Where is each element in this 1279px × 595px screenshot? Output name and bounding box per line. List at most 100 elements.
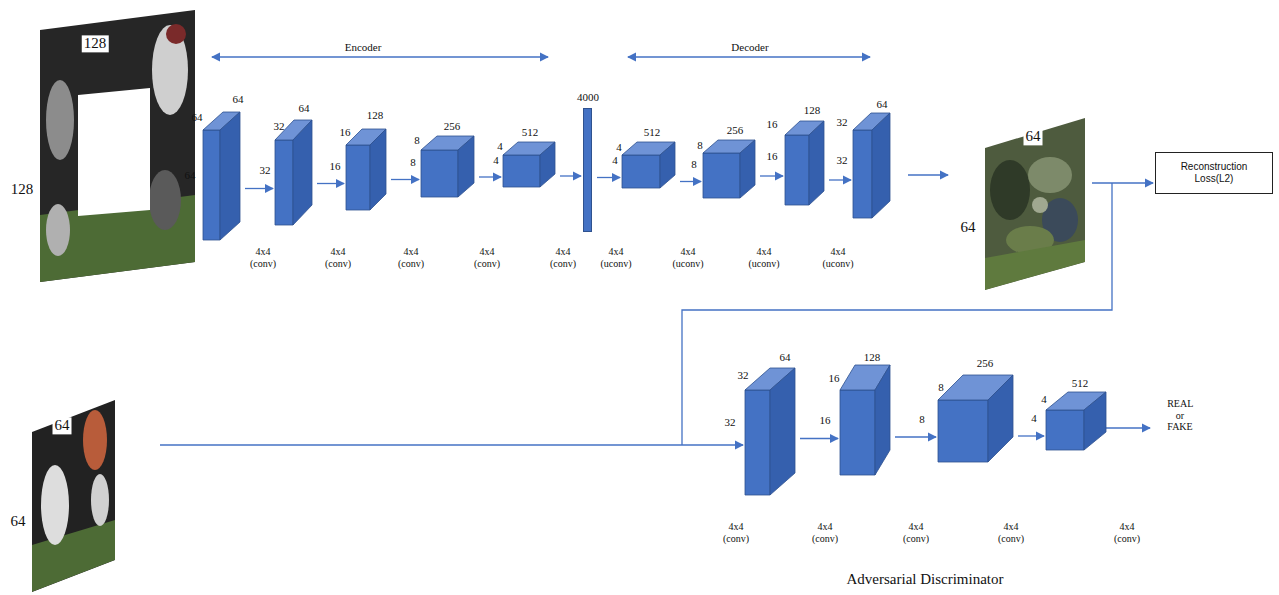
layer-op-label: 4x4 (uconv) (672, 246, 703, 269)
image-ground (980, 110, 1090, 295)
flow-arrow (829, 179, 851, 180)
vector-size-label: 4000 (577, 91, 599, 104)
loss-box: Reconstruction Loss(L2) (1155, 152, 1273, 194)
section-label: Encoder (345, 41, 382, 54)
dimension-label: 8 (919, 413, 925, 426)
dimension-label: 32 (260, 164, 271, 177)
block-shape (421, 136, 474, 197)
layer-op-label: 4x4 (conv) (474, 246, 500, 269)
layer-op-label: 4x4 (uconv) (600, 246, 631, 269)
dimension-label: 64 (11, 513, 26, 530)
flow-arrow (479, 176, 501, 177)
layer-op-label: 4x4 (conv) (1114, 521, 1140, 544)
block-front (938, 400, 988, 462)
dimension-label: 32 (738, 369, 749, 382)
flow-arrow (680, 181, 701, 182)
flow-arrow (895, 436, 936, 437)
dimension-label: 8 (414, 134, 420, 147)
flow-arrow (391, 179, 419, 180)
bottleneck-bar: 4000 (583, 108, 592, 232)
dimension-label: 8 (410, 156, 416, 169)
layer-op-label: 4x4 (conv) (812, 521, 838, 544)
layer-op-label: 4x4 (conv) (550, 246, 576, 269)
conv-block: 326432 (745, 368, 795, 495)
image-player (91, 474, 109, 526)
block-shape (745, 368, 795, 495)
block-front (853, 130, 872, 218)
dimension-label: 16 (829, 372, 840, 385)
dimension-label: 8 (697, 139, 703, 152)
loss-arrow (1092, 182, 1153, 183)
block-front (745, 390, 770, 495)
dimension-label: 8 (938, 381, 944, 394)
image-player (41, 465, 69, 545)
layer-op-label: 4x4 (conv) (723, 521, 749, 544)
dimension-label: 32 (837, 116, 848, 129)
dimension-label: 4 (1031, 412, 1037, 425)
dimension-label: 64 (1024, 128, 1043, 145)
dimension-label: 4 (497, 140, 503, 153)
block-side (875, 365, 890, 475)
block-side (293, 120, 312, 225)
block-front (346, 145, 370, 210)
block-front (703, 153, 740, 198)
block-front (622, 155, 660, 188)
conv-block: 82568 (421, 136, 474, 197)
output-label: REAL or FAKE (1167, 398, 1193, 433)
image-field (985, 240, 1085, 290)
layer-op-label: 4x4 (uconv) (822, 246, 853, 269)
dimension-label: 64 (53, 417, 72, 434)
dimension-label: 128 (367, 109, 384, 122)
layer-op-label: 4x4 (conv) (398, 246, 424, 269)
block-front (1046, 410, 1084, 450)
section-label: Decoder (731, 41, 768, 54)
block-side (988, 375, 1013, 462)
section-title: Adversarial Discriminator (846, 571, 1003, 588)
dimension-label: 256 (444, 120, 461, 133)
conv-block: 45124 (1046, 392, 1106, 450)
image-ground (25, 395, 120, 595)
block-side (809, 121, 824, 205)
dimension-label: 64 (185, 169, 196, 182)
block-shape (853, 113, 890, 218)
block-shape (785, 121, 824, 205)
block-shape (622, 142, 675, 188)
image-player (152, 25, 188, 115)
block-front (503, 155, 540, 187)
encoder-bracket (212, 56, 548, 57)
block-front (275, 140, 293, 225)
dimension-label: 16 (340, 126, 351, 139)
image-player (46, 80, 74, 160)
input-image (30, 0, 210, 290)
block-front (421, 150, 458, 197)
flow-arrow (317, 183, 344, 184)
block-shape (1046, 392, 1106, 450)
image-player (149, 170, 181, 230)
layer-op-label: 4x4 (conv) (903, 521, 929, 544)
image-player (46, 204, 70, 256)
dimension-label: 32 (725, 416, 736, 429)
conv-block: 82568 (938, 375, 1013, 462)
real-feed-line (160, 444, 743, 445)
dimension-label: 64 (780, 351, 791, 364)
block-side (220, 112, 240, 240)
layer-op-label: 4x4 (uconv) (748, 246, 779, 269)
dimension-label: 128 (11, 181, 34, 198)
real-image (25, 395, 120, 595)
loss-label: Reconstruction Loss(L2) (1181, 161, 1248, 185)
block-side (370, 129, 386, 210)
block-side (540, 142, 555, 187)
layer-op-label: 4x4 (conv) (998, 521, 1024, 544)
conv-block: 646464 (203, 112, 240, 240)
block-side (458, 136, 474, 197)
conv-block: 1612816 (346, 129, 386, 210)
output-arrow (908, 174, 948, 175)
image-ground (30, 0, 210, 290)
dimension-label: 256 (727, 124, 744, 137)
dimension-label: 64 (192, 111, 203, 124)
dimension-label: 128 (864, 351, 881, 364)
dimension-label: 32 (837, 154, 848, 167)
